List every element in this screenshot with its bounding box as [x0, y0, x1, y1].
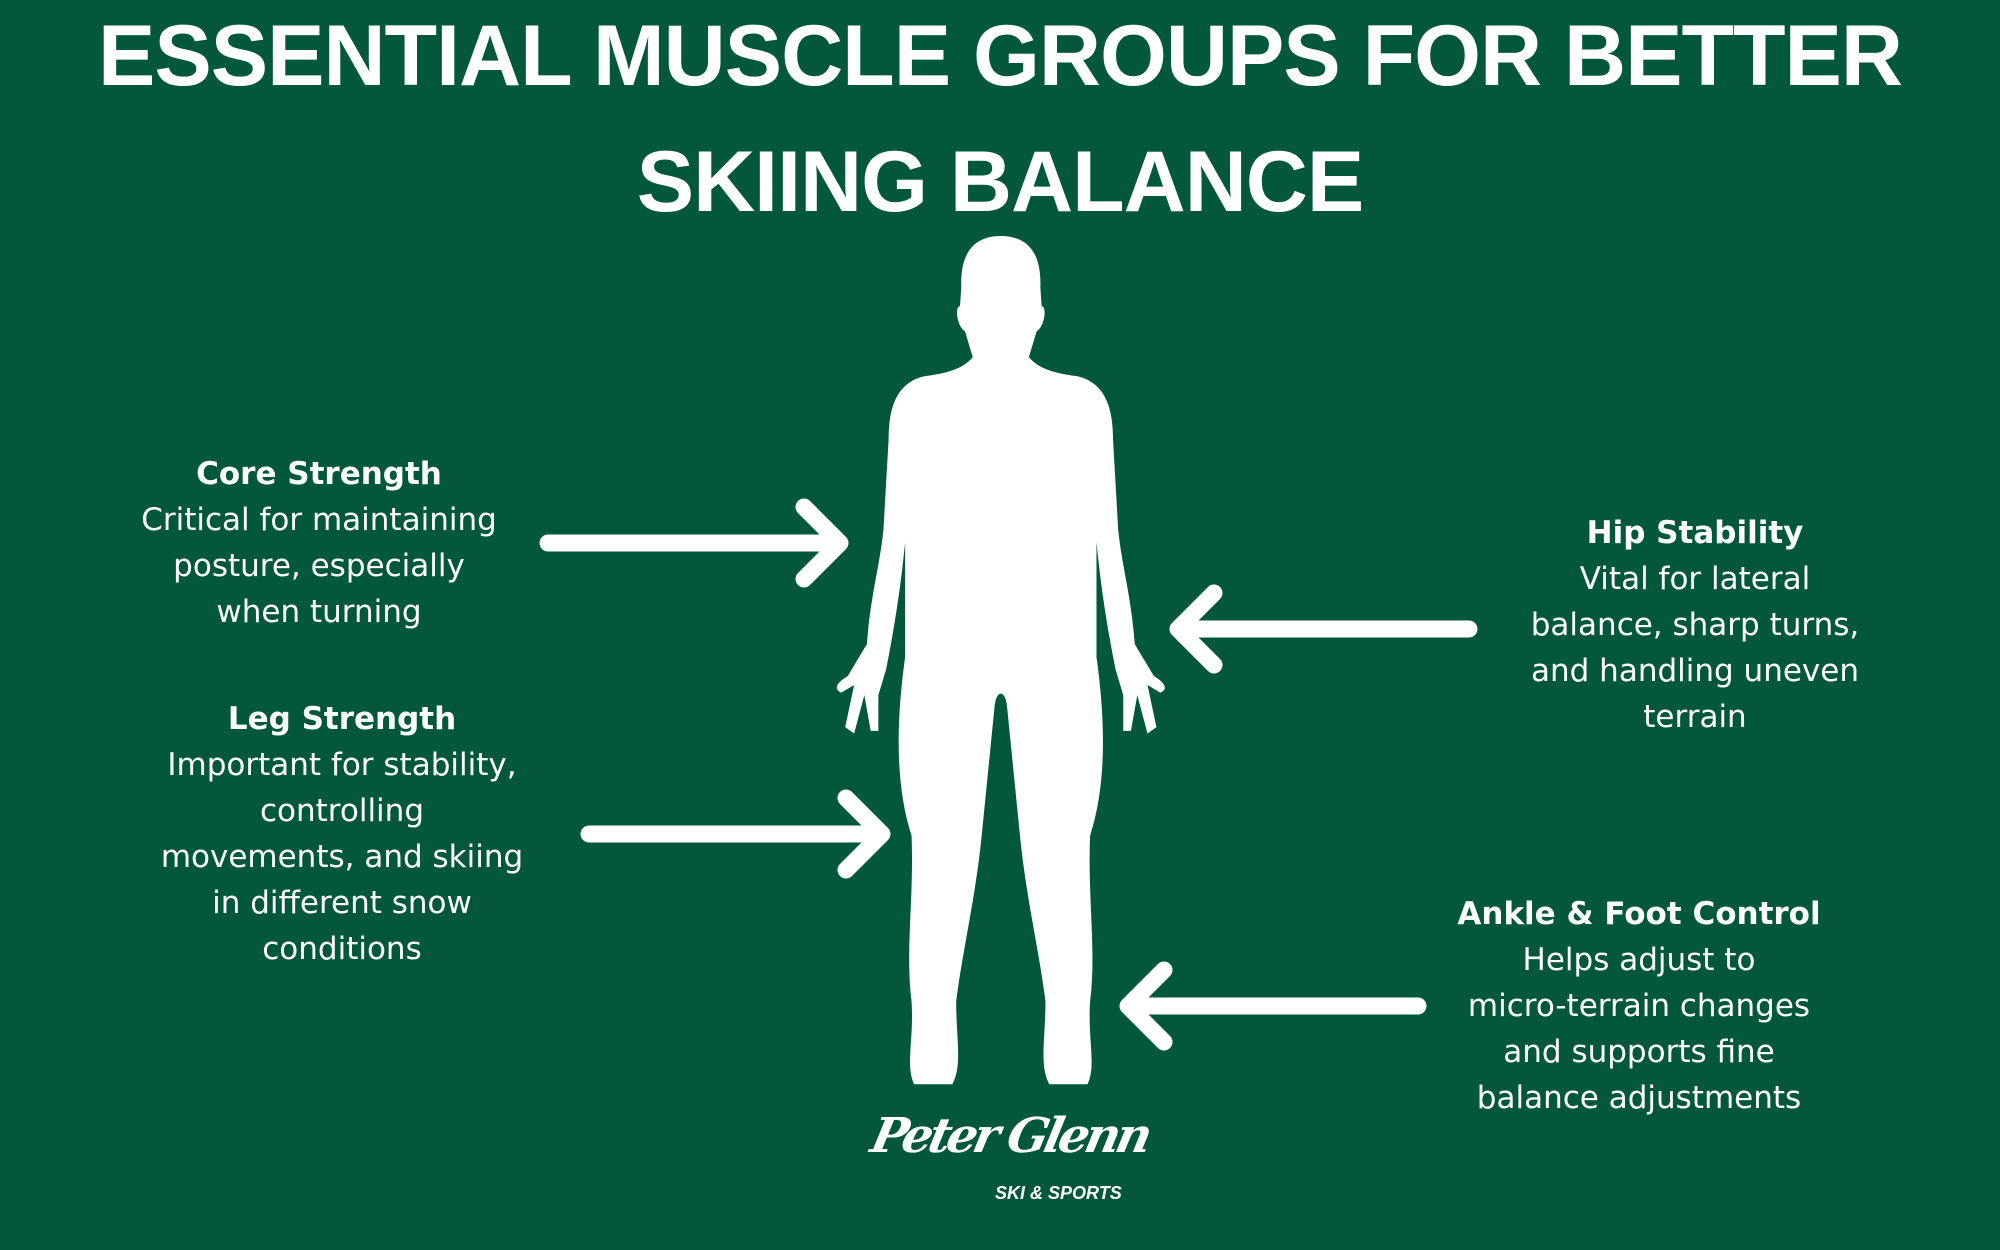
ankle-foot-line: and supports fine	[1503, 1034, 1775, 1070]
hip-arrow-left-icon	[1169, 584, 1478, 674]
hip-stability-block: Hip Stability Vital for lateral balance,…	[1531, 510, 1859, 740]
ankle-foot-line: Helps adjust to	[1522, 942, 1756, 978]
title-line-1: ESSENTIAL MUSCLE GROUPS FOR BETTER	[98, 8, 1903, 104]
hip-stability-line: and handling uneven	[1531, 653, 1859, 689]
ankle-arrow-left-icon	[1119, 961, 1427, 1051]
logo-script: Peter Glenn	[866, 1108, 1154, 1164]
hip-stability-line: Vital for lateral	[1579, 561, 1811, 597]
hip-stability-line: terrain	[1643, 699, 1747, 735]
core-strength-line: Critical for maintaining	[141, 502, 497, 538]
leg-strength-heading: Leg Strength	[227, 701, 457, 737]
core-strength-line: posture, especially	[173, 548, 465, 584]
leg-strength-line: controlling	[259, 793, 424, 829]
body-silhouette-icon	[836, 236, 1165, 1085]
leg-strength-line: conditions	[262, 931, 422, 967]
core-arrow-right-icon	[539, 498, 849, 588]
core-strength-line: when turning	[216, 594, 422, 630]
ankle-foot-line: micro-terrain changes	[1467, 988, 1811, 1024]
leg-strength-line: in different snow	[212, 885, 472, 921]
leg-strength-line: movements, and skiing	[160, 839, 524, 875]
core-strength-block: Core Strength Critical for maintaining p…	[141, 451, 497, 635]
title-line-2: SKIING BALANCE	[636, 134, 1365, 230]
logo-tagline: SKI & SPORTS	[995, 1183, 1122, 1203]
leg-arrow-right-icon	[580, 789, 891, 879]
core-strength-heading: Core Strength	[196, 456, 442, 492]
leg-strength-line: Important for stability,	[167, 747, 517, 783]
hip-stability-line: balance, sharp turns,	[1530, 607, 1860, 643]
leg-strength-block: Leg Strength Important for stability, co…	[161, 696, 523, 972]
ankle-foot-block: Ankle & Foot Control Helps adjust to mic…	[1457, 891, 1820, 1121]
hip-stability-heading: Hip Stability	[1586, 515, 1804, 551]
ankle-foot-heading: Ankle & Foot Control	[1457, 896, 1821, 932]
ankle-foot-line: balance adjustments	[1476, 1080, 1802, 1116]
